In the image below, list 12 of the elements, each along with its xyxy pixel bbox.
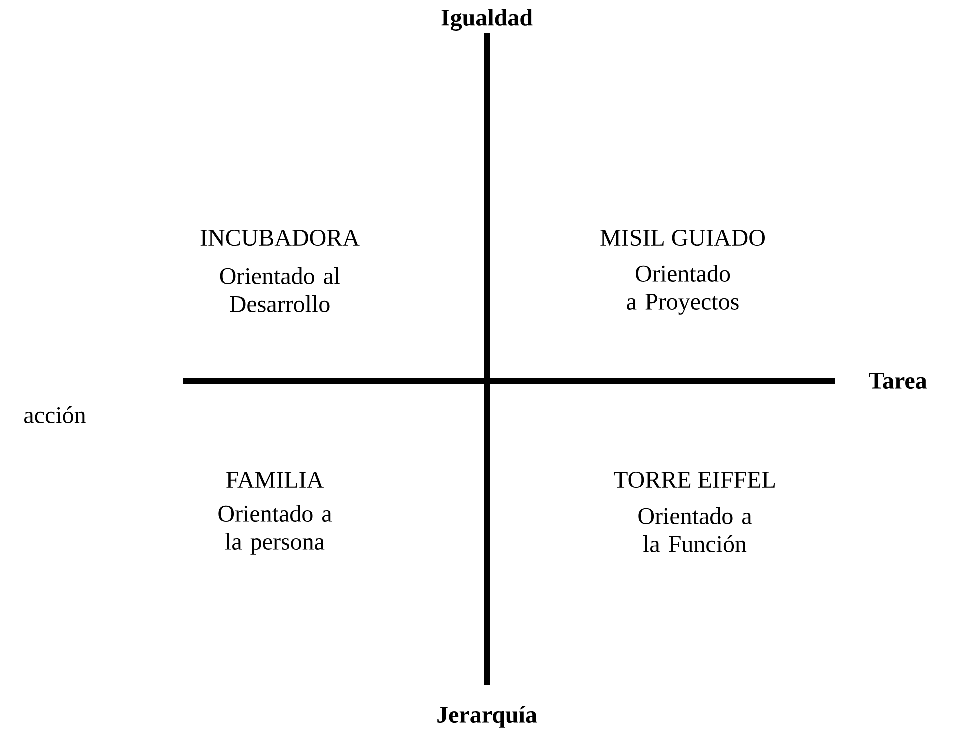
quadrant-description: Orientado a Proyectos [627, 265, 739, 315]
quadrant-title: MISIL GUIADO [600, 230, 765, 246]
axis-label: Igualdad [442, 9, 533, 31]
quadrant-title: INCUBADORA [200, 230, 360, 246]
quadrant-description: Orientado a la Función [638, 508, 752, 552]
quadrant-title: FAMILIA [226, 472, 324, 488]
quadrant-description: Orientado al Desarrollo [220, 268, 340, 312]
axis-label: Jerarquía [438, 706, 538, 728]
axis-label: Tarea [869, 373, 928, 389]
axis-label: acción [24, 406, 86, 424]
quadrant-description: Orientado a la persona [218, 505, 332, 555]
quadrant-title: TORRE EIFFEL [614, 472, 775, 488]
